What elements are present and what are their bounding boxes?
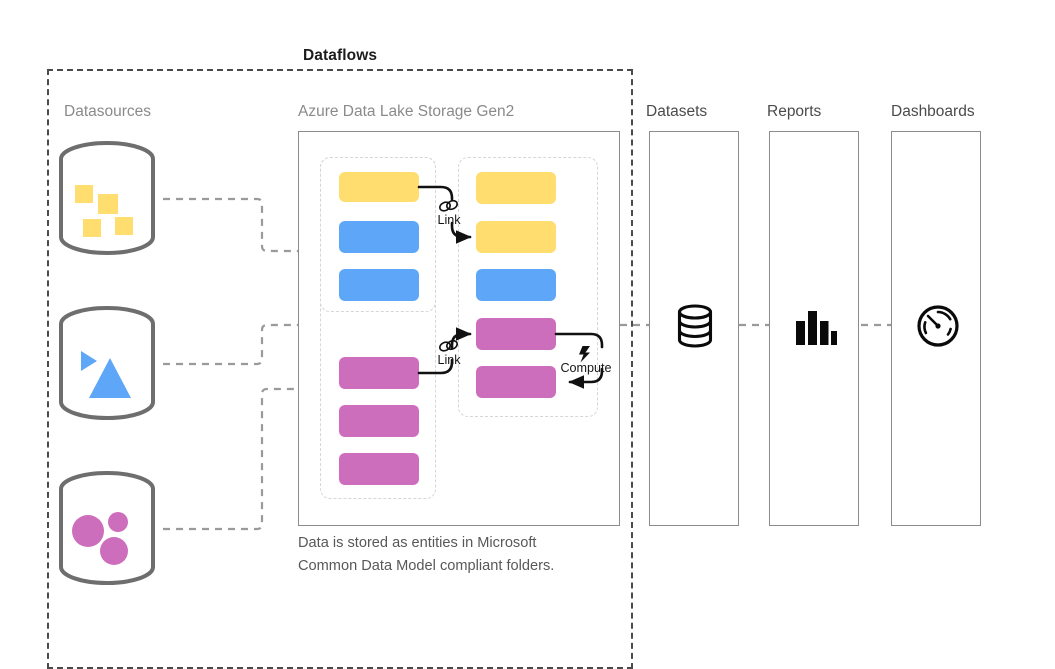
purple-circle-marks <box>72 512 128 565</box>
folder-right-group <box>458 157 598 417</box>
folder-top-left-group <box>320 157 436 312</box>
entity-block[interactable] <box>476 318 556 350</box>
link-bottom-group: Link <box>434 338 464 367</box>
entity-block[interactable] <box>339 405 419 437</box>
entity-block[interactable] <box>339 269 419 301</box>
datasource-cylinder-yellow[interactable] <box>59 141 155 257</box>
compute-label: Compute <box>560 361 612 375</box>
blue-triangle-marks <box>81 351 131 398</box>
link-chain-icon <box>439 339 458 352</box>
entity-block[interactable] <box>476 269 556 301</box>
link-chain-icon <box>439 199 458 212</box>
datasource-connectors <box>163 197 298 531</box>
entity-block[interactable] <box>476 366 556 398</box>
entity-block[interactable] <box>476 172 556 204</box>
entity-block[interactable] <box>339 357 419 389</box>
yellow-square-marks <box>75 185 133 237</box>
adls-caption-line2: Common Data Model compliant folders. <box>298 558 555 574</box>
adls-flow-arrows <box>417 185 604 389</box>
link-bottom-label: Link <box>437 353 461 367</box>
database-stack-icon <box>674 303 716 349</box>
entity-block[interactable] <box>476 221 556 253</box>
column-heading-adls: Azure Data Lake Storage Gen2 <box>298 103 515 120</box>
dataflows-title: Dataflows <box>303 47 378 64</box>
lightning-bolt-icon <box>579 346 590 363</box>
entity-block[interactable] <box>339 221 419 253</box>
datasource-cylinder-blue[interactable] <box>59 306 155 422</box>
datasource-cylinder-purple[interactable] <box>59 471 155 587</box>
output-connectors <box>620 323 891 327</box>
adls-caption: Data is stored as entities in Microsoft … <box>298 532 628 578</box>
gauge-icon <box>915 303 961 349</box>
link-top-group: Link <box>434 198 464 227</box>
entity-block[interactable] <box>339 453 419 485</box>
compute-group: Compute <box>557 345 615 375</box>
diagram-canvas: Dataflows Datasources Azure Data Lake St… <box>47 47 981 669</box>
entity-block[interactable] <box>339 172 419 202</box>
dashboards-panel[interactable] <box>891 131 981 526</box>
column-heading-reports: Reports <box>767 103 822 120</box>
bar-chart-icon <box>794 303 838 347</box>
column-heading-datasets: Datasets <box>646 103 708 120</box>
link-top-label: Link <box>437 213 461 227</box>
column-heading-dashboards: Dashboards <box>891 103 975 120</box>
column-heading-datasources: Datasources <box>64 103 152 120</box>
adls-caption-line1: Data is stored as entities in Microsoft <box>298 535 537 551</box>
